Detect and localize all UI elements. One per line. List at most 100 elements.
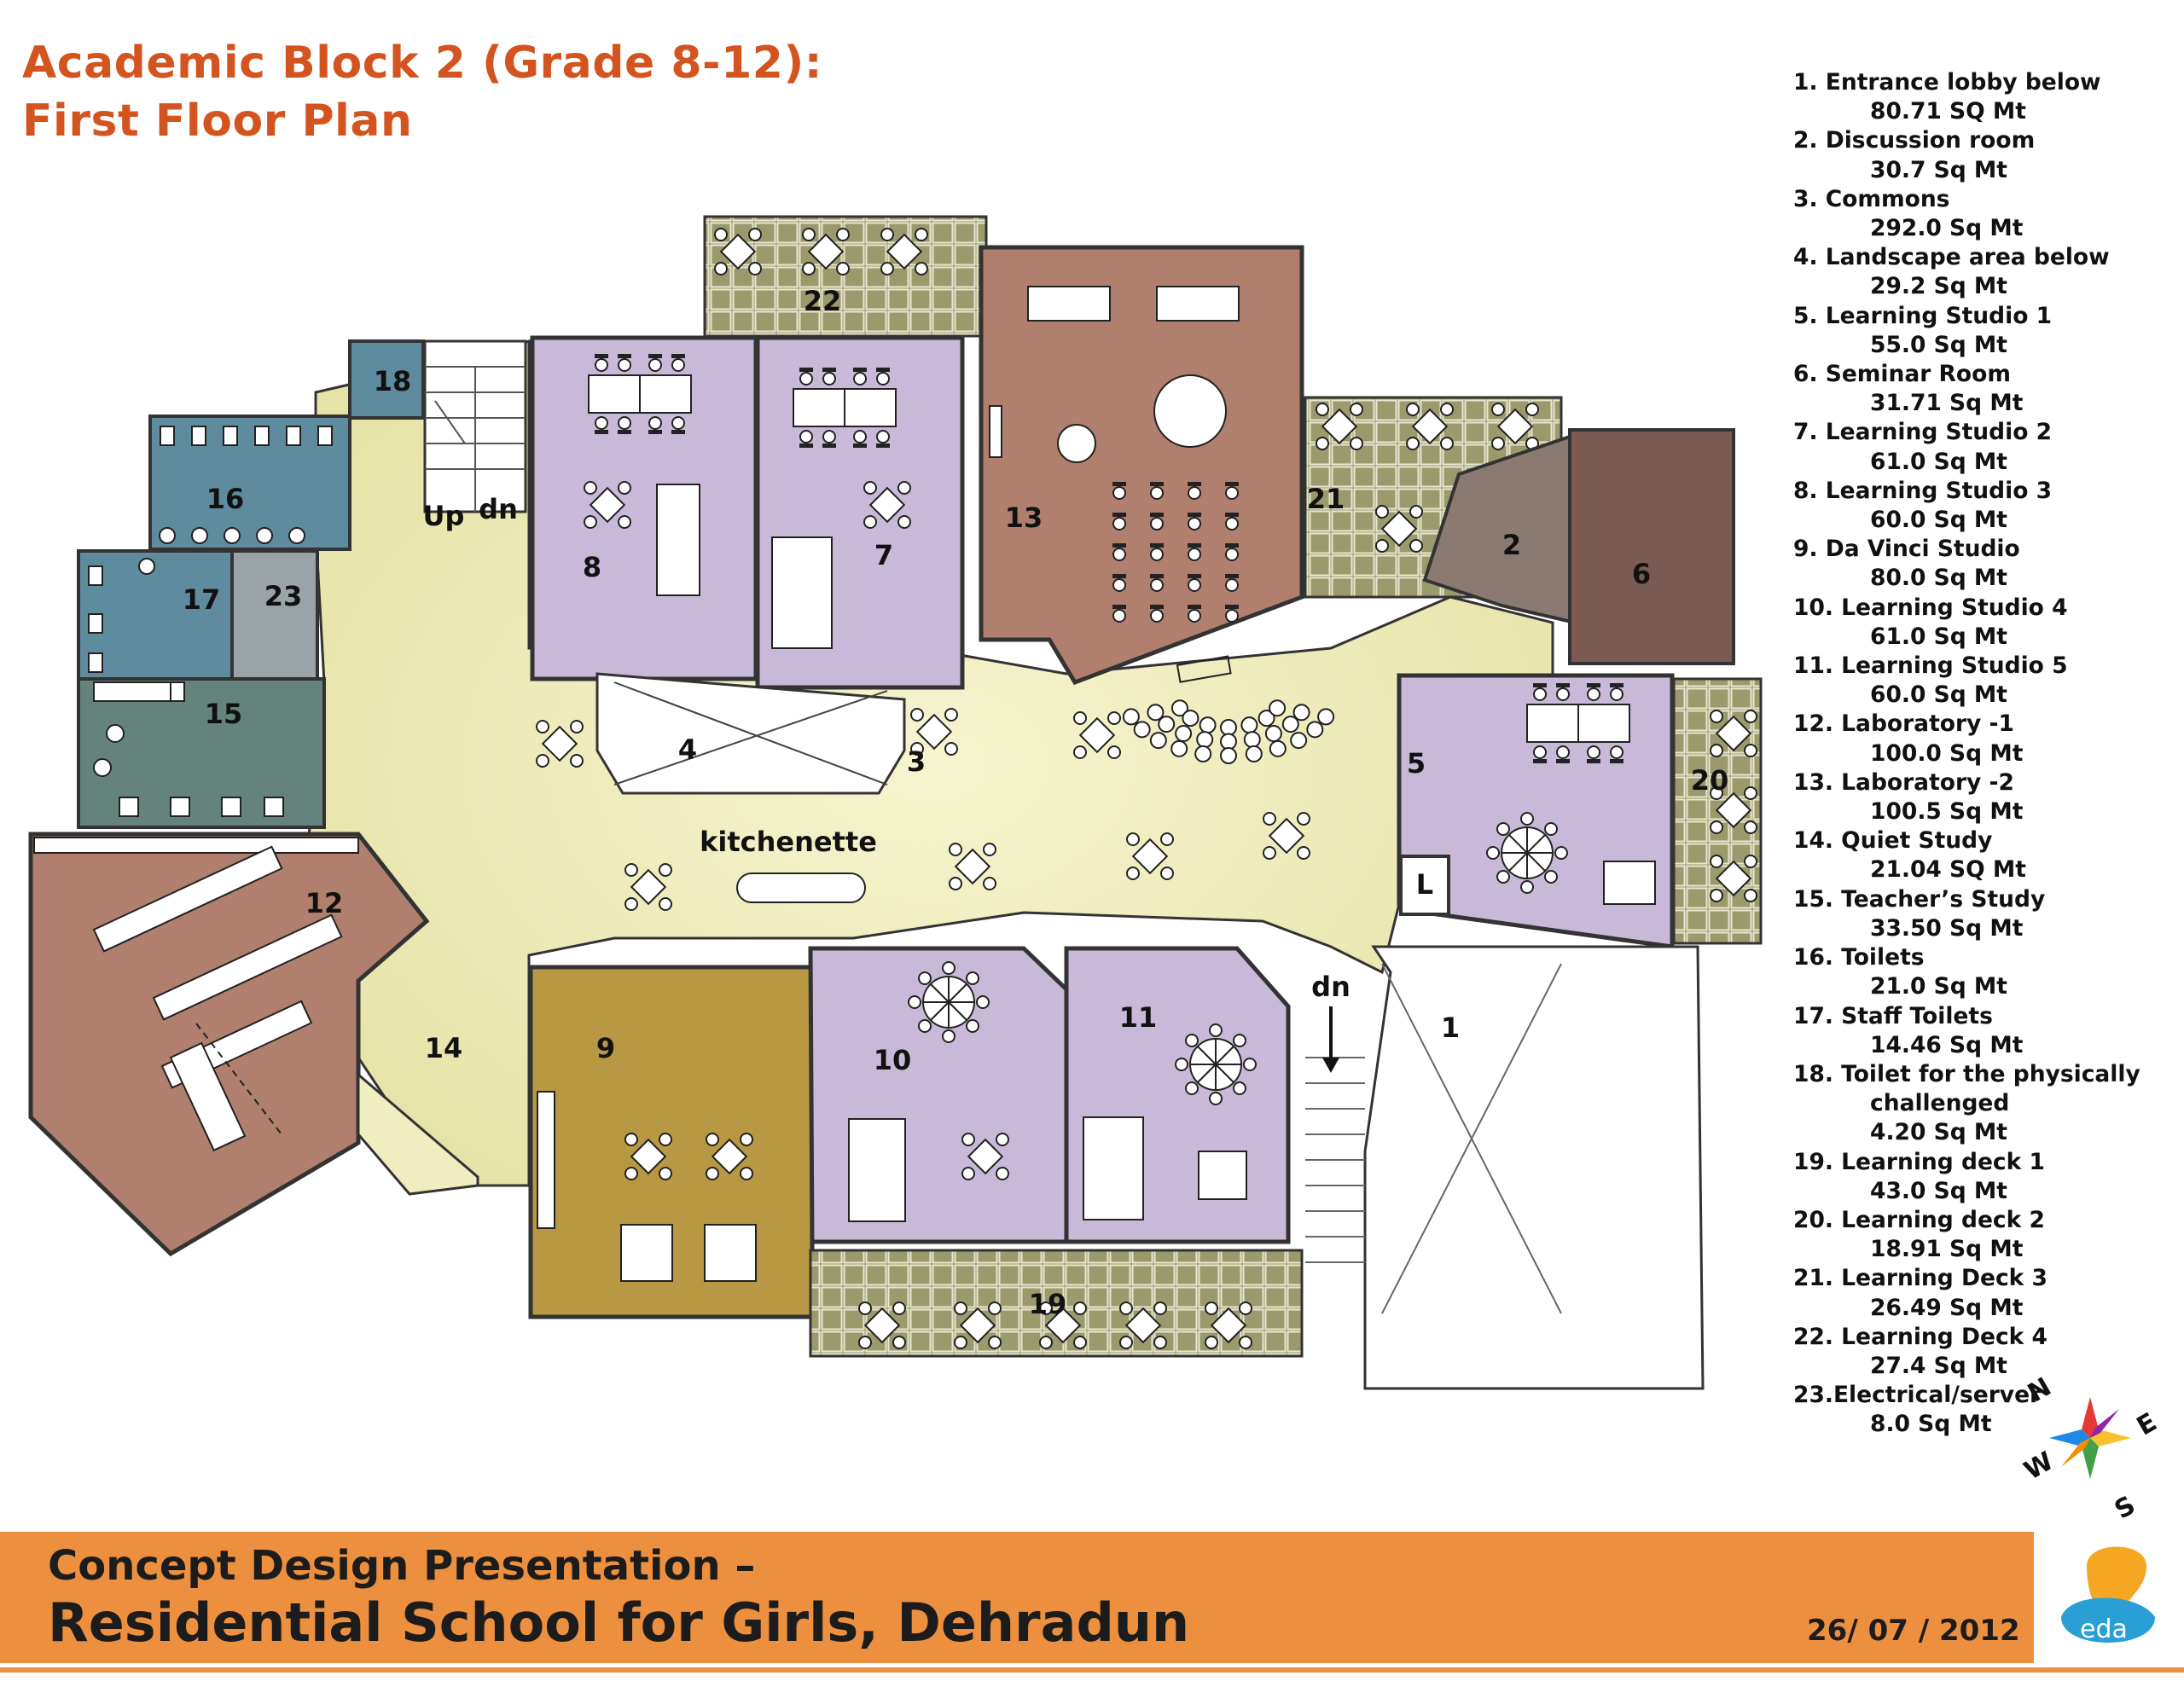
legend-item-name: 3. Commons — [1793, 185, 1950, 212]
legend-item-area: 60.0 Sq Mt — [1870, 681, 2007, 709]
lab-stool — [1187, 512, 1202, 530]
amphitheatre-seat — [1264, 725, 1282, 743]
legend-item-name: 10. Learning Studio 4 — [1793, 594, 2068, 621]
room-label-1: 1 — [1441, 1012, 1460, 1044]
room-label-6: 6 — [1632, 558, 1651, 590]
legend-item-name: 7. Learning Studio 2 — [1793, 419, 2053, 446]
lab-stool — [1187, 604, 1202, 623]
lab-stool — [1112, 512, 1127, 530]
legend-item-area: 31.71 Sq Mt — [1870, 390, 2024, 417]
room-label-20: 20 — [1691, 764, 1729, 797]
legend-item-area: 80.71 SQ Mt — [1870, 98, 2026, 125]
room-label-5: 5 — [1407, 747, 1426, 780]
amphitheatre-seating — [1122, 699, 1335, 764]
compass-s: S — [2110, 1490, 2140, 1518]
legend-item-area: 14.46 Sq Mt — [1870, 1031, 2024, 1058]
lab-stool — [1224, 573, 1240, 592]
amphitheatre-seat — [1158, 716, 1176, 733]
legend-item-name: 9. Da Vinci Studio — [1793, 536, 2020, 563]
legend-item-area: 30.7 Sq Mt — [1870, 156, 2007, 183]
legend-item-name: 21. Learning Deck 3 — [1793, 1265, 2048, 1292]
amphitheatre-seat — [1269, 739, 1287, 757]
room-19-learning-deck-1 — [809, 1249, 1304, 1358]
lab-stool — [1112, 573, 1127, 592]
room-label-18: 18 — [374, 365, 412, 397]
legend-item-name: 12. Laboratory -1 — [1793, 710, 2014, 738]
legend-item-area: 80.0 Sq Mt — [1870, 565, 2007, 592]
footer-project-name: Residential School for Girls, Dehradun — [48, 1591, 1190, 1654]
room-label-10: 10 — [874, 1044, 912, 1076]
amphitheatre-seat — [1122, 708, 1140, 726]
room-14-quiet-study — [357, 1071, 479, 1196]
room-16-toilets — [148, 415, 351, 551]
room-label-16: 16 — [206, 483, 245, 515]
amphitheatre-seat — [1194, 745, 1212, 762]
legend-item-area: 4.20 Sq Mt — [1870, 1119, 2007, 1146]
legend-item-area: 61.0 Sq Mt — [1870, 623, 2007, 650]
legend-item-name: 11. Learning Studio 5 — [1793, 652, 2068, 680]
legend-item-name: 23.Electrical/server — [1793, 1382, 2042, 1409]
stair-down-label-2: dn — [1311, 971, 1350, 1003]
amphitheatre-seat — [1182, 710, 1199, 728]
logo-text: eda — [2080, 1615, 2128, 1644]
lift — [1399, 855, 1450, 916]
room-label-3: 3 — [907, 745, 926, 778]
legend-item-name: 4. Landscape area below — [1793, 244, 2110, 271]
legend-item-area: 43.0 Sq Mt — [1870, 1177, 2007, 1204]
amphitheatre-seat — [1220, 747, 1237, 764]
legend-item-name: 18. Toilet for the physically — [1793, 1060, 2140, 1087]
amphitheatre-seat — [1243, 731, 1261, 749]
amphitheatre-seat — [1245, 745, 1263, 762]
footer-presentation-title: Concept Design Presentation – — [48, 1542, 756, 1590]
amphitheatre-seat — [1317, 708, 1335, 726]
amphitheatre-seat — [1170, 699, 1188, 717]
amphitheatre-seat — [1290, 732, 1308, 750]
amphitheatre-seat — [1147, 704, 1165, 722]
eda-logo: eda — [2036, 1532, 2184, 1663]
room-6-seminar-room — [1568, 428, 1735, 665]
lab-stool — [1149, 512, 1165, 530]
plan-subtitle: First Floor Plan — [22, 96, 413, 147]
legend-item-name: 16. Toilets — [1793, 944, 1925, 971]
legend-item-area: 292.0 Sq Mt — [1870, 215, 2024, 242]
lab-stool — [1149, 481, 1165, 500]
lab-stool — [1112, 481, 1127, 500]
legend-item-name: 5. Learning Studio 1 — [1793, 302, 2053, 329]
lab-stool — [1149, 542, 1165, 561]
lab-stool — [1224, 481, 1240, 500]
amphitheatre-seat — [1281, 716, 1299, 733]
lab-stool — [1187, 481, 1202, 500]
room-1-entrance-lobby — [1363, 945, 1705, 1390]
legend-item-area: challenged — [1870, 1090, 2010, 1117]
amphitheatre-seat — [1175, 725, 1193, 743]
compass-e: E — [2132, 1407, 2162, 1442]
legend-item-name: 17. Staff Toilets — [1793, 1002, 1993, 1029]
legend-item-area: 8.0 Sq Mt — [1870, 1411, 1992, 1438]
legend-item-name: 2. Discussion room — [1793, 127, 2036, 154]
lab-stool — [1224, 604, 1240, 623]
amphitheatre-seat — [1196, 731, 1214, 749]
room-label-4: 4 — [678, 733, 697, 766]
amphitheatre-seat — [1133, 721, 1151, 739]
room-label-22: 22 — [804, 285, 842, 317]
amphitheatre-seat — [1292, 704, 1310, 722]
legend-item-area: 27.4 Sq Mt — [1870, 1352, 2007, 1379]
room-label-12: 12 — [305, 887, 344, 919]
legend-item-name: 14. Quiet Study — [1793, 827, 1993, 855]
lab-stool — [1224, 512, 1240, 530]
stair-up-label: Up — [423, 500, 465, 532]
legend-item-area: 61.0 Sq Mt — [1870, 448, 2007, 475]
amphitheatre-seat — [1199, 716, 1217, 734]
room-label-11: 11 — [1119, 1001, 1158, 1034]
lab-stool — [1224, 542, 1240, 561]
legend-item-area: 55.0 Sq Mt — [1870, 331, 2007, 358]
amphitheatre-seat — [1269, 699, 1287, 717]
legend-item-area: 100.0 Sq Mt — [1870, 739, 2024, 767]
footer-band — [0, 1532, 2034, 1663]
amphitheatre-seat — [1149, 732, 1167, 750]
plan-title: Academic Block 2 (Grade 8-12): — [22, 38, 823, 89]
kitchenette-counter — [736, 872, 866, 903]
lab-stool — [1149, 604, 1165, 623]
legend-item-area: 18.91 Sq Mt — [1870, 1236, 2024, 1263]
